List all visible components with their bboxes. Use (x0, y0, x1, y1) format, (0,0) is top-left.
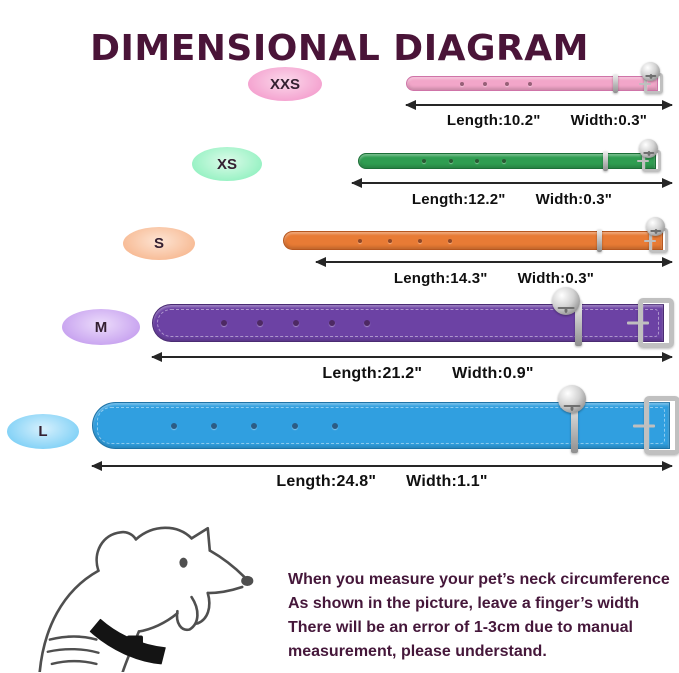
collar-hole (251, 422, 258, 429)
dimension-labels: Length:24.8" Width:1.1" (242, 473, 522, 491)
length-value: Length:24.8" (276, 473, 377, 490)
collar-hole (291, 422, 298, 429)
collar-hole (448, 159, 453, 163)
size-badge-l: L (7, 414, 79, 449)
length-value: Length:10.2" (446, 112, 541, 129)
collar-hole (387, 238, 392, 243)
width-value: Width:0.9" (452, 365, 534, 382)
width-value: Width:0.3" (570, 112, 648, 129)
collar-strap (152, 304, 664, 342)
length-arrow (405, 100, 673, 110)
buckle-icon (644, 396, 679, 455)
collar-hole (527, 81, 532, 86)
dimension-labels: Length:10.2" Width:0.3" (407, 112, 679, 129)
dimension-labels: Length:12.2" Width:0.3" (372, 191, 652, 208)
collar-hole (170, 422, 177, 429)
collar-hole (422, 159, 427, 163)
collar-hole (257, 320, 264, 326)
size-badge-label: XS (216, 155, 237, 173)
collar-hole (328, 320, 335, 326)
length-arrow (315, 257, 673, 267)
bell-icon (558, 385, 586, 413)
size-badge-s: S (123, 227, 195, 260)
collar-hole (460, 81, 464, 86)
page-title: DIMENSIONAL DIAGRAM (90, 28, 589, 70)
collar-hole (482, 81, 487, 86)
collar-hole (364, 320, 371, 326)
collar-xxs (406, 62, 663, 94)
dimension-labels: Length:14.3" Width:0.3" (354, 270, 634, 287)
collar-hole (475, 159, 480, 163)
collar-hole (448, 238, 453, 243)
collar-strap (406, 76, 658, 91)
collar-strap (283, 231, 663, 250)
collar-strap (358, 153, 656, 169)
collar-hole (221, 320, 228, 326)
size-badge-xxs: XXS (248, 67, 322, 101)
bell-icon (639, 139, 658, 158)
length-value: Length:14.3" (393, 270, 488, 287)
collar-hole (418, 238, 423, 243)
collar-hole (502, 159, 507, 163)
collar-l (92, 385, 679, 455)
size-badge-label: M (94, 318, 108, 336)
bell-icon (646, 217, 665, 236)
buckle-icon (638, 298, 674, 348)
length-arrow (351, 178, 673, 188)
dog-wearing-collar-sketch (10, 510, 280, 673)
collar-hole (210, 422, 217, 429)
d-ring-icon (603, 151, 609, 171)
collar-m (152, 287, 674, 348)
bell-icon (641, 62, 660, 81)
length-arrow (151, 352, 673, 362)
bell-icon (552, 287, 580, 315)
size-badge-m: M (62, 309, 140, 345)
size-badge-label: S (153, 235, 164, 252)
dimension-labels: Length:21.2" Width:0.9" (288, 365, 568, 383)
length-value: Length:21.2" (322, 365, 423, 382)
length-value: Length:12.2" (411, 191, 506, 208)
size-badge-xs: XS (192, 147, 262, 181)
collar-s (283, 217, 668, 253)
size-badge-label: L (38, 423, 48, 440)
collar-hole (292, 320, 299, 326)
collar-hole (505, 81, 509, 86)
size-badge-label: XXS (269, 75, 300, 93)
width-value: Width:0.3" (535, 191, 613, 208)
d-ring-icon (575, 300, 583, 346)
length-arrow (91, 461, 673, 471)
width-value: Width:0.3" (517, 270, 595, 287)
width-value: Width:1.1" (406, 473, 488, 490)
measurement-note: When you measure your pet’s neck circumf… (288, 571, 670, 660)
d-ring-icon (570, 398, 578, 453)
collar-hole (331, 422, 338, 429)
collar-strap (92, 402, 670, 449)
collar-hole (357, 238, 362, 243)
d-ring-icon (597, 229, 603, 252)
collar-xs (358, 139, 661, 172)
d-ring-icon (612, 74, 618, 93)
